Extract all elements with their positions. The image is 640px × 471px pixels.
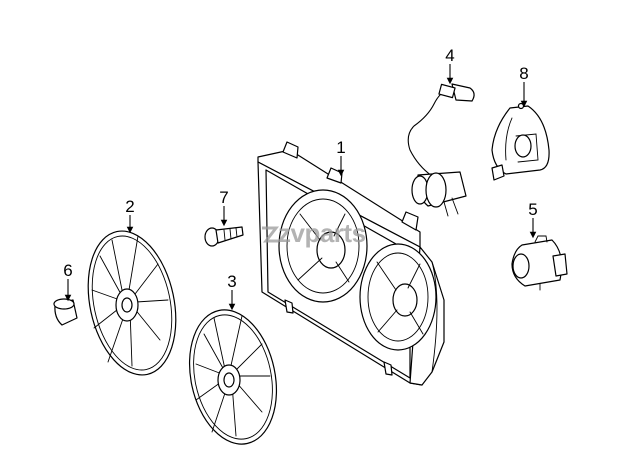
- watermark-text: zvparts: [278, 218, 366, 248]
- zv-logo-icon: [262, 226, 280, 243]
- cap-part-6[interactable]: [53, 298, 78, 326]
- fan-blade-part-3[interactable]: [178, 302, 288, 452]
- watermark: zvparts: [262, 218, 366, 248]
- callout-label-8: 8: [519, 64, 528, 83]
- callout-label-7: 7: [219, 188, 228, 207]
- clip-part-7[interactable]: [204, 226, 244, 247]
- callout-label-1: 1: [336, 138, 345, 157]
- callout-label-3: 3: [227, 272, 236, 291]
- callout-label-2: 2: [125, 197, 134, 216]
- motor-bracket-part-8[interactable]: [491, 102, 550, 181]
- callout-label-6: 6: [63, 261, 72, 280]
- fan-shroud-part-1[interactable]: [257, 141, 445, 386]
- fan-blade-part-2[interactable]: [76, 223, 189, 383]
- callout-label-4: 4: [445, 46, 454, 65]
- callout-label-5: 5: [528, 200, 537, 219]
- callout-arrows: [64, 64, 537, 311]
- fan-motor-part-5[interactable]: [511, 235, 568, 291]
- fan-motor-part-4[interactable]: [407, 83, 475, 217]
